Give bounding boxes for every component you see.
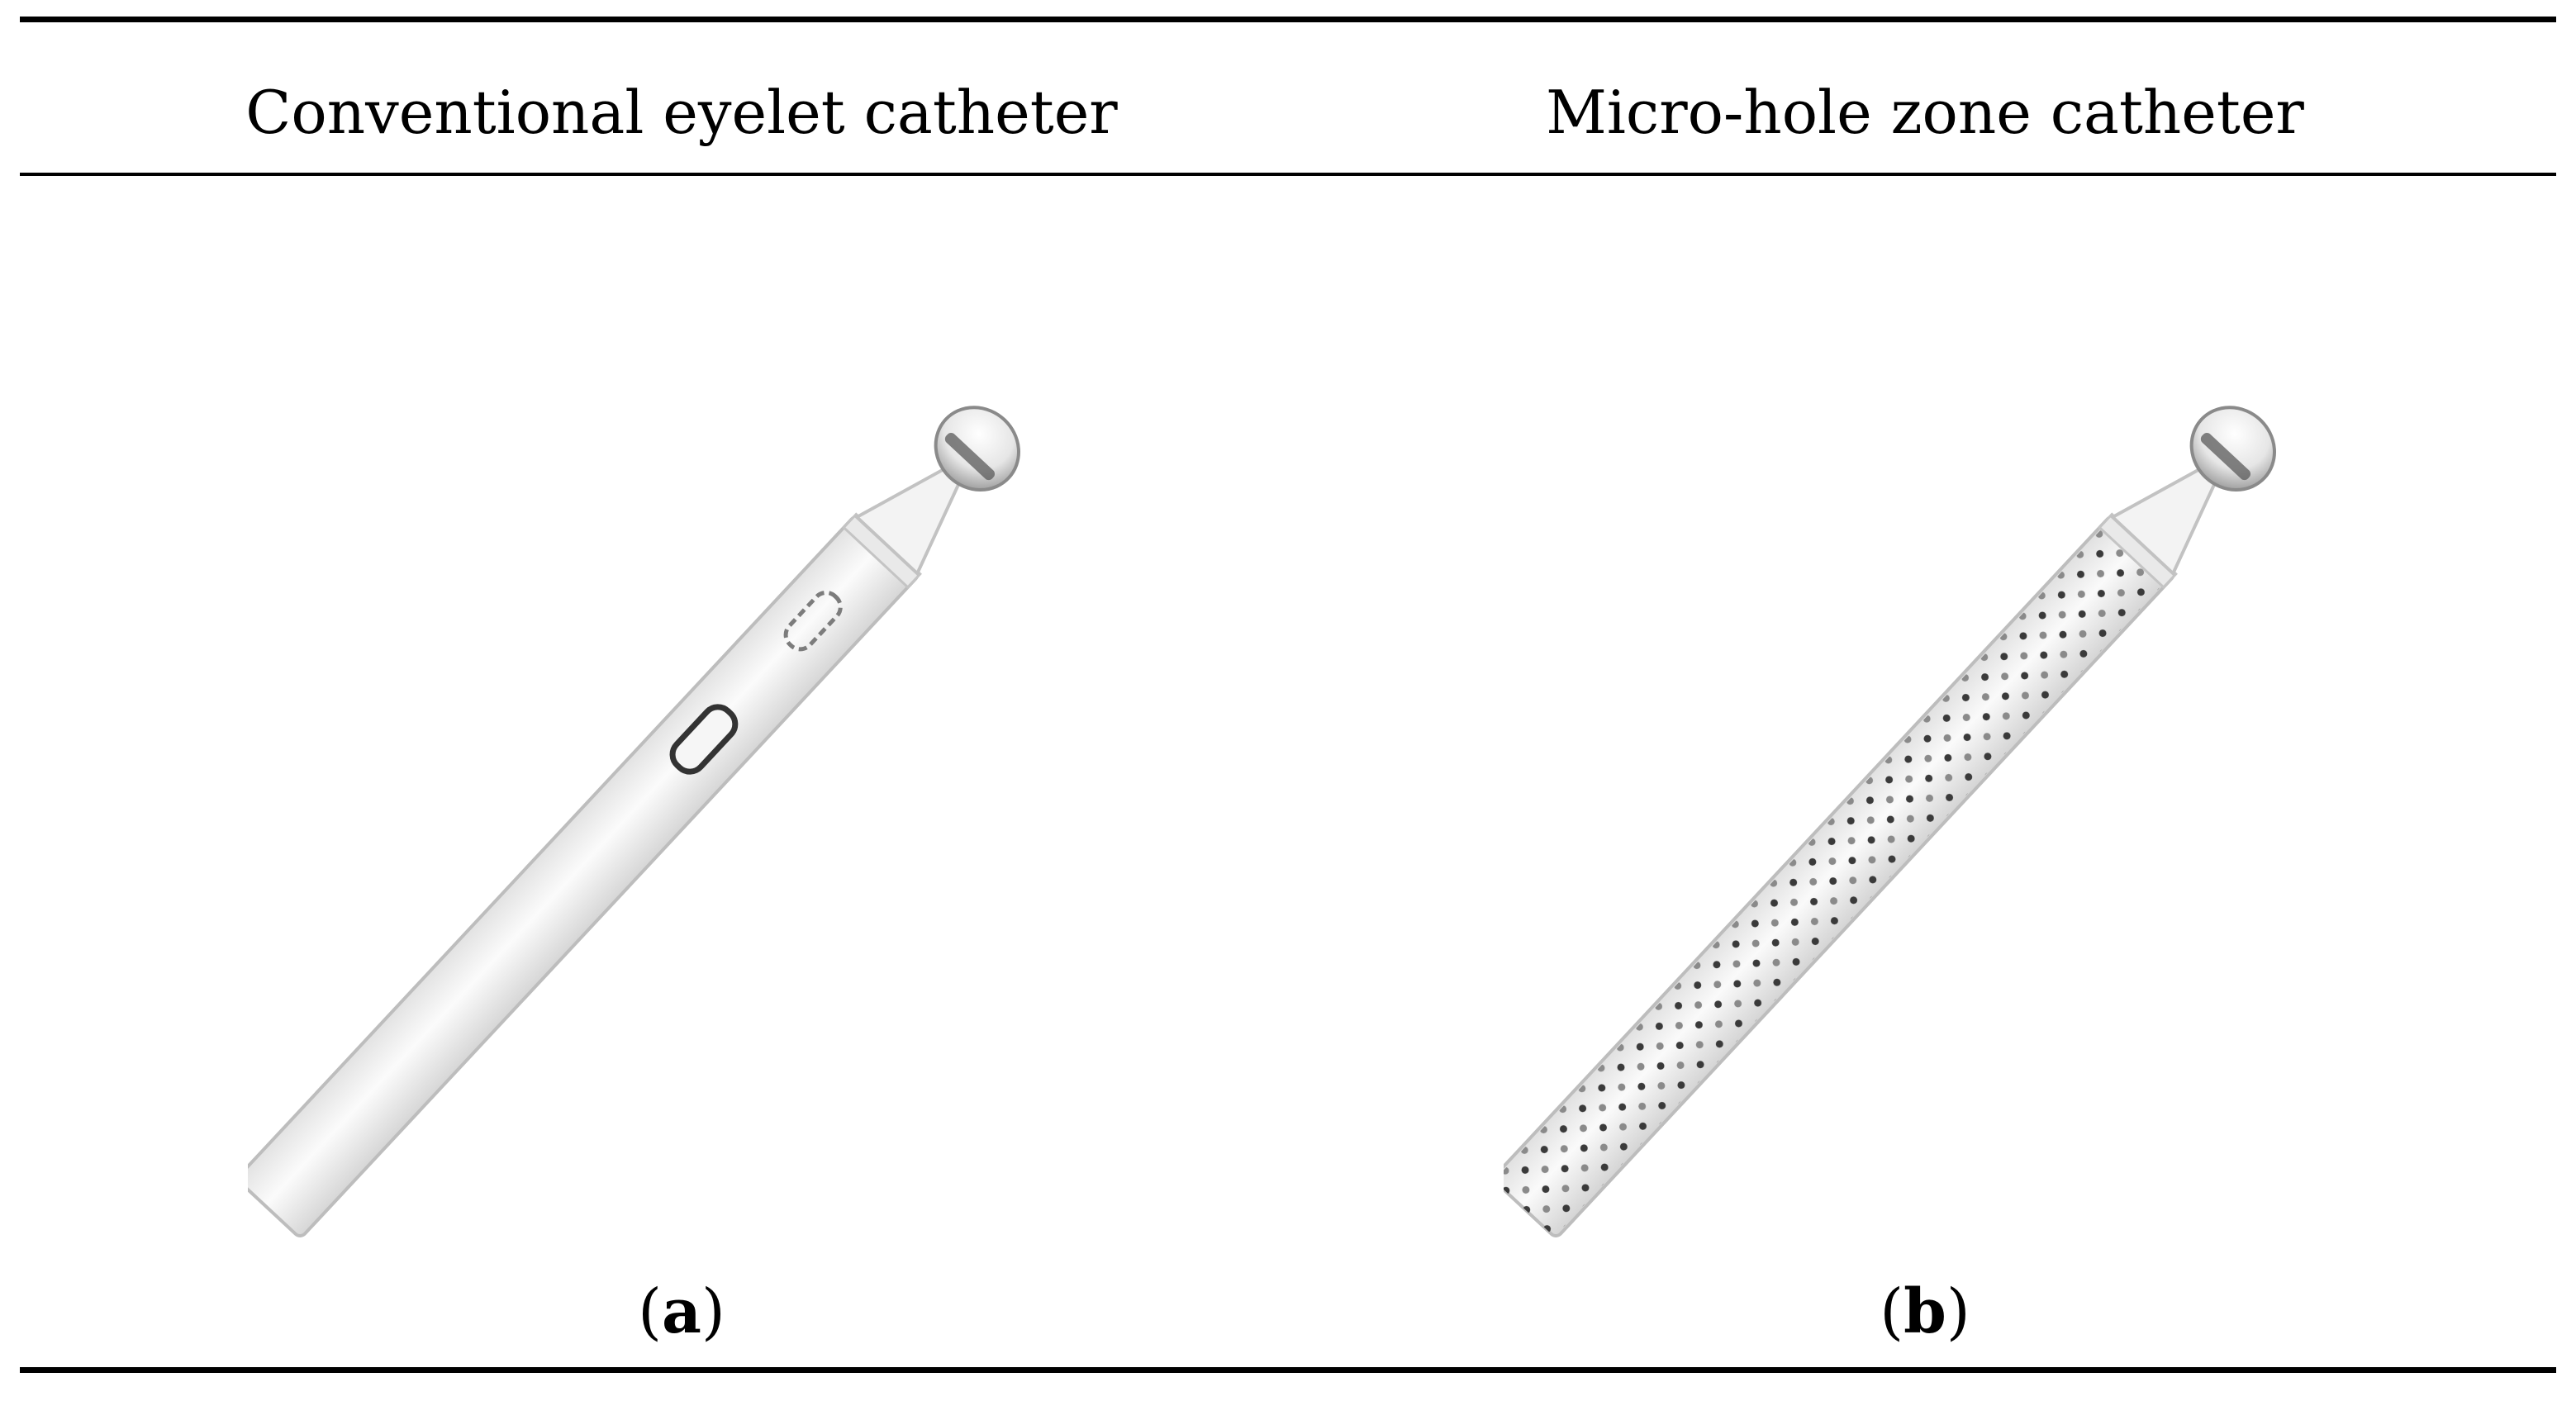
subfigure-label-b: (b) xyxy=(1289,1272,2561,1351)
caption-close-paren: ) xyxy=(701,1276,725,1347)
catheter-microhole-illustration xyxy=(1504,406,2276,1237)
eyelet-hole xyxy=(669,704,739,775)
caption-close-paren: ) xyxy=(1946,1276,1970,1347)
caption-open-paren: ( xyxy=(1880,1276,1904,1347)
catheter-ball-tip xyxy=(934,406,1020,492)
catheter-shaft xyxy=(248,515,920,1237)
catheter-ball-tip xyxy=(2189,406,2276,492)
column-header-microhole: Micro-hole zone catheter xyxy=(1546,78,2304,147)
catheter-eyelet-illustration xyxy=(248,406,1020,1237)
micro-hole-zone xyxy=(1504,528,2163,1237)
table-header-rule xyxy=(20,173,2556,176)
eyelet-hole-faint xyxy=(783,590,843,652)
table-top-rule xyxy=(20,17,2556,22)
caption-letter: a xyxy=(662,1276,701,1347)
table-bottom-rule xyxy=(20,1367,2556,1373)
caption-open-paren: ( xyxy=(638,1276,663,1347)
caption-letter: b xyxy=(1903,1276,1946,1347)
column-header-eyelet: Conventional eyelet catheter xyxy=(245,78,1118,147)
subfigure-label-a: (a) xyxy=(0,1272,1363,1351)
